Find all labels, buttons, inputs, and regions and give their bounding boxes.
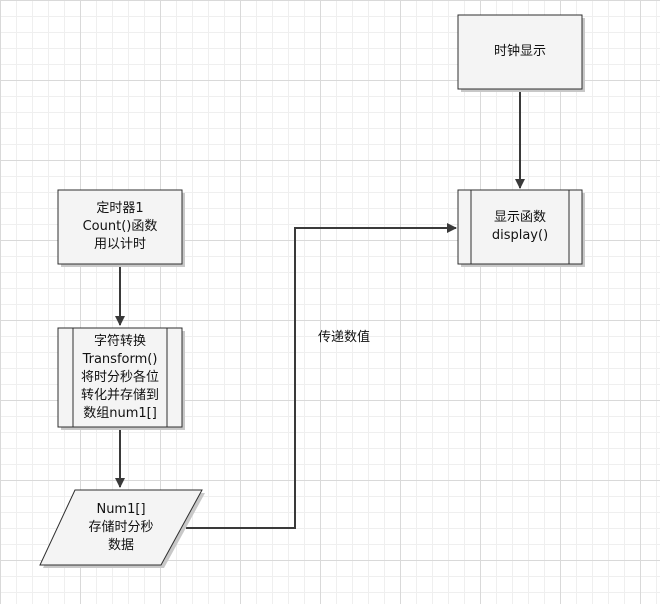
node-num1-data-line-3: 数据 (107, 537, 134, 553)
node-timer-shape[interactable] (57, 189, 185, 267)
node-num1-data-line-2: 存储时分秒 (88, 519, 154, 535)
node-transform-line-5: 数组num1[] (83, 405, 157, 421)
node-timer-label: 定时器1 Count()函数 用以计时 (58, 190, 182, 264)
node-display-function-line-1: 显示函数 (493, 210, 546, 225)
node-transform-line-3: 将时分秒各位 (80, 369, 159, 385)
connector-num1-to-display (186, 223, 457, 529)
node-transform-shape[interactable] (57, 327, 185, 430)
node-clock-display-label: 时钟显示 (458, 15, 582, 89)
node-display-function-shape[interactable] (457, 189, 585, 267)
node-display-function-line-2: display() (491, 228, 549, 243)
node-timer-line-3: 用以计时 (93, 237, 146, 252)
node-transform-label: 字符转换 Transform() 将时分秒各位 转化并存储到 数组num1[] (73, 328, 167, 427)
node-clock-display-line-1: 时钟显示 (493, 44, 546, 59)
node-transform-line-1: 字符转换 (93, 333, 146, 349)
node-transform-line-2: Transform() (82, 351, 158, 367)
node-num1-data-label: Num1[] 存储时分秒 数据 (60, 490, 182, 565)
node-transform-line-4: 转化并存储到 (80, 387, 159, 403)
edge-pass-value-label: 传递数值 (318, 330, 371, 345)
node-display-function-label: 显示函数 display() (471, 190, 569, 264)
node-timer-line-2: Count()函数 (82, 219, 158, 234)
node-num1-data-shape[interactable] (39, 489, 205, 568)
node-timer-line-1: 定时器1 (96, 201, 144, 216)
node-num1-data-line-1: Num1[] (96, 501, 146, 517)
node-clock-display-shape[interactable] (457, 14, 585, 92)
